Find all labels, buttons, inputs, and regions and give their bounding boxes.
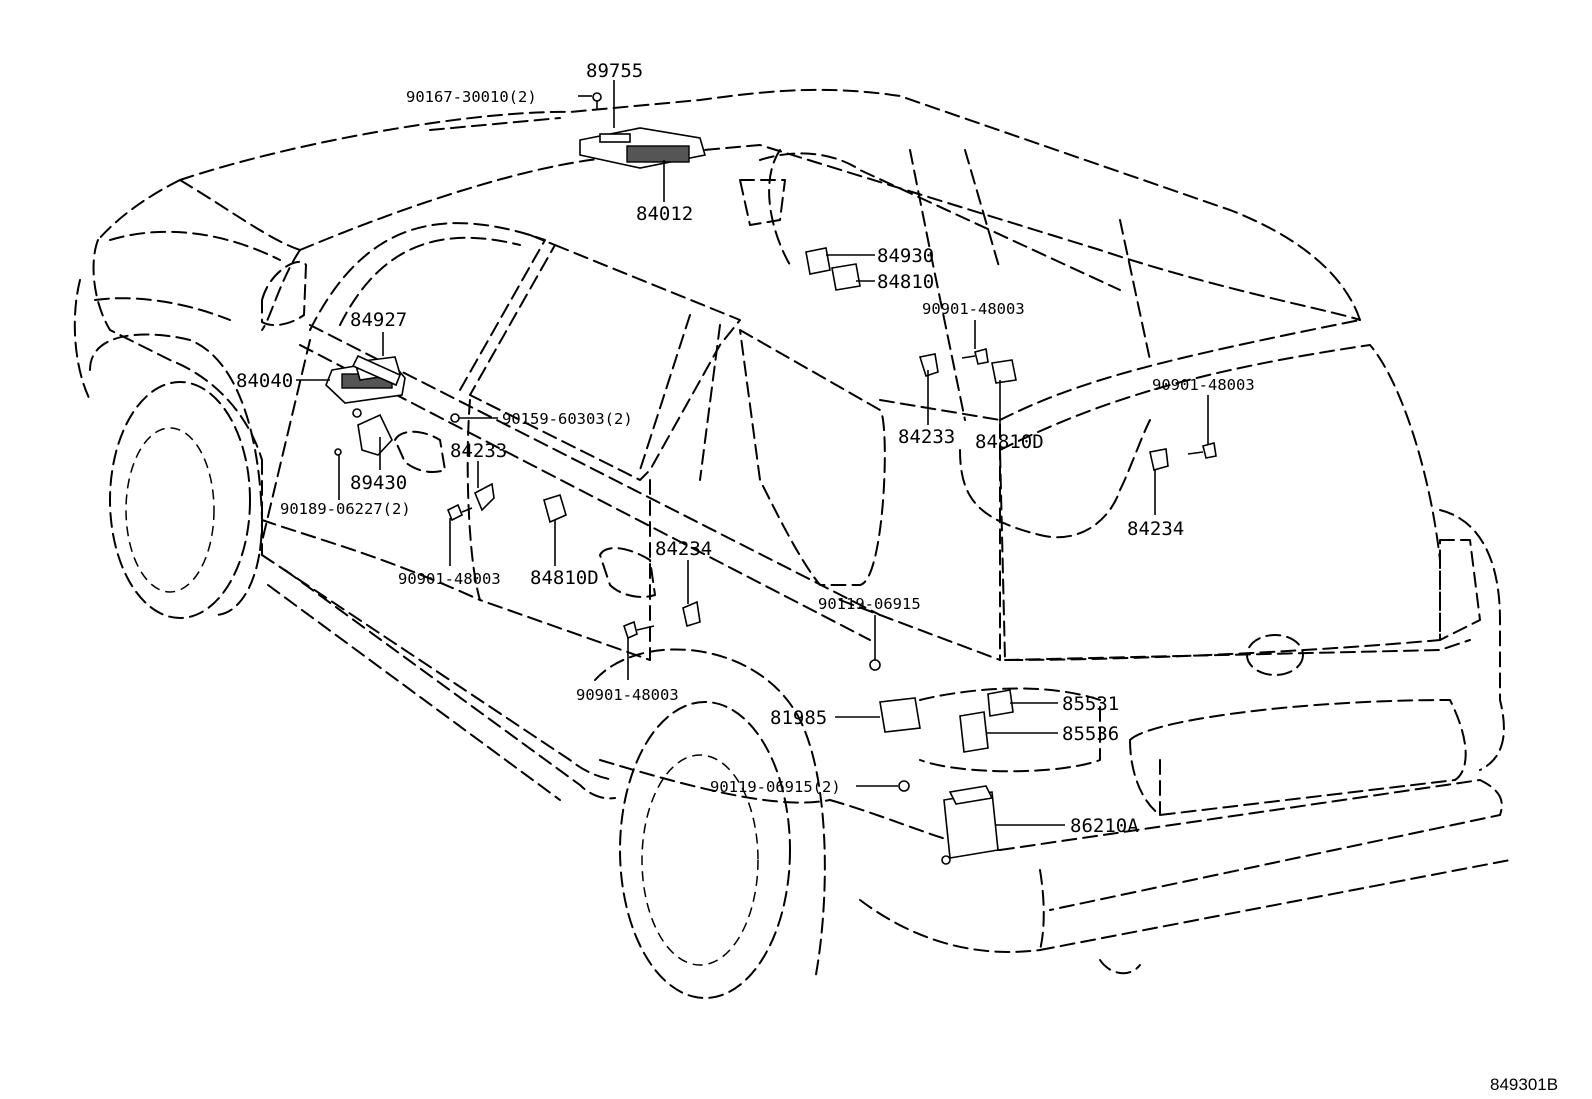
callout-90901-48003-d: 90901-48003 bbox=[576, 686, 679, 704]
callout-86210a: 86210A bbox=[1070, 815, 1139, 837]
callout-labels: 89755 90167-30010(2) 84012 84930 84810 9… bbox=[236, 60, 1255, 837]
switch-part-84810 bbox=[831, 263, 861, 291]
power-window-switch-part-right bbox=[991, 359, 1017, 384]
callout-90167-30010: 90167-30010(2) bbox=[406, 88, 537, 106]
switch-part-84930 bbox=[805, 247, 831, 275]
connector-part-85531 bbox=[987, 689, 1014, 717]
callout-84930: 84930 bbox=[877, 245, 934, 267]
overhead-console-part bbox=[579, 92, 707, 169]
callout-90159-60303: 90159-60303(2) bbox=[502, 410, 633, 428]
callout-84234-a: 84234 bbox=[655, 538, 712, 560]
bracket-part bbox=[334, 408, 460, 456]
courtesy-switch-part-left bbox=[682, 600, 701, 628]
vehicle-outline bbox=[73, 88, 1511, 999]
switch-part-85536 bbox=[959, 711, 989, 753]
callout-81985: 81985 bbox=[770, 707, 827, 729]
relay-part bbox=[879, 697, 921, 733]
callout-84233-b: 84233 bbox=[898, 426, 955, 448]
callout-84810: 84810 bbox=[877, 271, 934, 293]
leader-lines bbox=[296, 80, 1209, 826]
callout-84040: 84040 bbox=[236, 370, 293, 392]
courtesy-switch-part-right bbox=[1149, 448, 1169, 472]
callout-85536: 85536 bbox=[1062, 723, 1119, 745]
callout-84234-b: 84234 bbox=[1127, 518, 1184, 540]
callout-90901-48003-c: 90901-48003 bbox=[1152, 376, 1255, 394]
door-switch-part-right bbox=[918, 353, 939, 378]
callout-84233-a: 84233 bbox=[450, 440, 507, 462]
switch-cover-part bbox=[351, 354, 402, 387]
callout-84810d-a: 84810D bbox=[530, 567, 599, 589]
callout-89430: 89430 bbox=[350, 472, 407, 494]
control-module-part bbox=[941, 785, 999, 865]
callout-85531: 85531 bbox=[1062, 693, 1119, 715]
callout-90901-48003-b: 90901-48003 bbox=[398, 570, 501, 588]
callout-90119-06915-a: 90119-06915 bbox=[818, 595, 921, 613]
bolt-parts bbox=[446, 347, 1217, 792]
callout-89755: 89755 bbox=[586, 60, 643, 82]
callout-84810d-b: 84810D bbox=[975, 431, 1044, 453]
callout-90189-06227: 90189-06227(2) bbox=[280, 500, 411, 518]
door-switch-part-left bbox=[473, 482, 495, 512]
callout-90901-48003-a: 90901-48003 bbox=[922, 300, 1025, 318]
callout-90119-06915-b: 90119-06915(2) bbox=[710, 778, 841, 796]
parts bbox=[325, 92, 1217, 865]
power-window-switch-part-left bbox=[543, 493, 567, 524]
figure-id: 849301B bbox=[1490, 1075, 1558, 1094]
callout-84927: 84927 bbox=[350, 309, 407, 331]
callout-84012: 84012 bbox=[636, 203, 693, 225]
